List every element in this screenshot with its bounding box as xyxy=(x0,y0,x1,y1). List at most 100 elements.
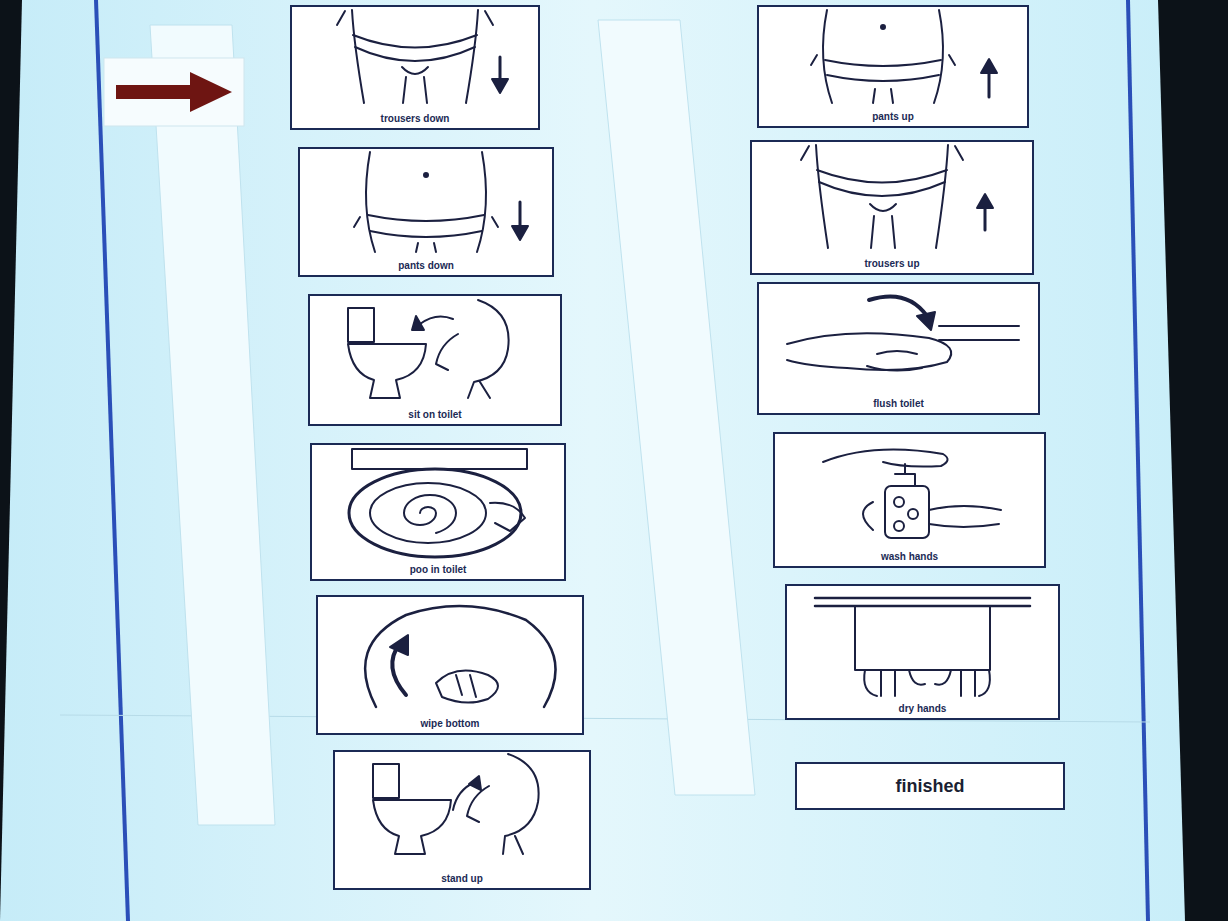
pants-up-icon xyxy=(981,59,997,73)
flush-icon xyxy=(867,351,922,371)
wipe-bottom-icon xyxy=(390,635,408,655)
step-card: pants up xyxy=(757,5,1029,128)
poo-toilet-icon xyxy=(490,503,525,531)
pants-up-icon xyxy=(825,60,941,103)
trousers-up-icon xyxy=(977,194,993,208)
board xyxy=(96,0,128,921)
poo-toilet-icon xyxy=(404,495,456,533)
step-card: wipe bottom xyxy=(316,595,584,735)
pants-down-icon xyxy=(519,202,522,228)
trousers-down-icon xyxy=(337,11,493,25)
finished-card: finished xyxy=(795,762,1065,810)
card-grounds xyxy=(308,294,562,426)
step-label: dry hands xyxy=(899,703,947,715)
wash-hands-icon xyxy=(894,497,904,507)
trousers-down-icon xyxy=(353,35,477,74)
dry-hands-icon xyxy=(855,606,990,670)
wipe-bottom-icon xyxy=(436,671,498,703)
wash-hands-icon xyxy=(823,450,948,467)
stand-up-icon xyxy=(469,776,481,790)
step-label: trousers down xyxy=(381,113,450,125)
wash-hands-icon xyxy=(894,521,904,531)
arrow-card xyxy=(116,72,232,112)
step-label: sit on toilet xyxy=(408,409,461,421)
step-card: trousers down xyxy=(290,5,540,130)
stand-up-icon xyxy=(373,764,399,798)
step-label: flush toilet xyxy=(873,398,924,410)
board xyxy=(0,0,1185,921)
trousers-up-icon xyxy=(816,145,948,248)
board xyxy=(0,0,1185,921)
step-label: finished xyxy=(895,776,964,797)
card-grounds xyxy=(757,282,1040,415)
pants-down-icon xyxy=(354,217,498,227)
card-grounds xyxy=(795,762,1065,810)
step-label: pants down xyxy=(398,260,454,272)
step-label: pants up xyxy=(872,111,914,123)
wipe-bottom-icon xyxy=(365,606,555,707)
card-grounds xyxy=(333,750,591,890)
pants-down-icon xyxy=(354,152,528,252)
card-grounds xyxy=(750,140,1034,275)
trousers-down-icon xyxy=(499,57,502,81)
step-card: sit on toilet xyxy=(308,294,562,426)
pants-up-icon xyxy=(811,55,955,65)
trousers-up-icon xyxy=(817,170,947,211)
step-label: wipe bottom xyxy=(421,718,480,730)
wash-hands-icon xyxy=(885,486,929,538)
stand-up-icon xyxy=(467,754,539,854)
step-card: poo in toilet xyxy=(310,443,566,581)
poo-toilet-icon xyxy=(370,483,486,543)
sit-toilet-icon xyxy=(348,308,374,342)
card-grounds xyxy=(290,5,1065,890)
wash-hands-icon xyxy=(823,450,1001,539)
step-card: wash hands xyxy=(773,432,1046,568)
arrow-card xyxy=(104,58,244,126)
trousers-down-icon xyxy=(352,10,478,103)
card-grounds xyxy=(757,5,1029,128)
card-grounds xyxy=(316,595,584,735)
sit-toilet-icon xyxy=(348,300,509,398)
flush-icon xyxy=(917,312,935,330)
wipe-bottom-icon xyxy=(456,675,476,697)
step-label: poo in toilet xyxy=(410,564,467,576)
trousers-up-icon xyxy=(984,206,987,230)
step-label: stand up xyxy=(441,873,483,885)
arrow-card xyxy=(104,58,244,126)
wash-hands-icon xyxy=(908,509,918,519)
pants-up-icon xyxy=(881,25,885,29)
flush-icon xyxy=(787,296,1019,370)
poo-toilet-icon xyxy=(352,449,527,469)
dry-hands-icon xyxy=(815,598,1030,606)
poo-toilet-icon xyxy=(349,449,527,557)
flush-icon xyxy=(787,333,951,370)
trousers-down-icon xyxy=(492,79,508,93)
sit-toilet-icon xyxy=(348,344,426,398)
step-card: stand up xyxy=(333,750,591,890)
poo-toilet-icon xyxy=(349,469,521,557)
wipe-bottom-icon xyxy=(365,606,555,707)
wash-hands-icon xyxy=(863,502,1001,530)
flush-icon xyxy=(869,296,927,316)
step-card: pants down xyxy=(298,147,554,277)
trousers-down-icon xyxy=(337,10,508,103)
stand-up-icon xyxy=(373,754,539,854)
pants-up-icon xyxy=(823,10,943,103)
pants-up-icon xyxy=(811,10,997,103)
trousers-up-icon xyxy=(801,146,963,160)
sit-toilet-icon xyxy=(420,316,453,324)
dry-hands-icon xyxy=(864,670,925,696)
step-card: trousers up xyxy=(750,140,1034,275)
stand-up-icon xyxy=(373,800,451,854)
card-grounds xyxy=(785,584,1060,720)
step-label: wash hands xyxy=(881,551,938,563)
sit-toilet-icon xyxy=(436,300,509,398)
pants-down-icon xyxy=(368,215,484,252)
pants-up-icon xyxy=(988,71,991,97)
step-card: dry hands xyxy=(785,584,1060,720)
sit-toilet-icon xyxy=(412,316,424,330)
card-grounds xyxy=(310,443,566,581)
flush-icon xyxy=(939,326,1019,340)
velcro-strip xyxy=(150,25,275,825)
